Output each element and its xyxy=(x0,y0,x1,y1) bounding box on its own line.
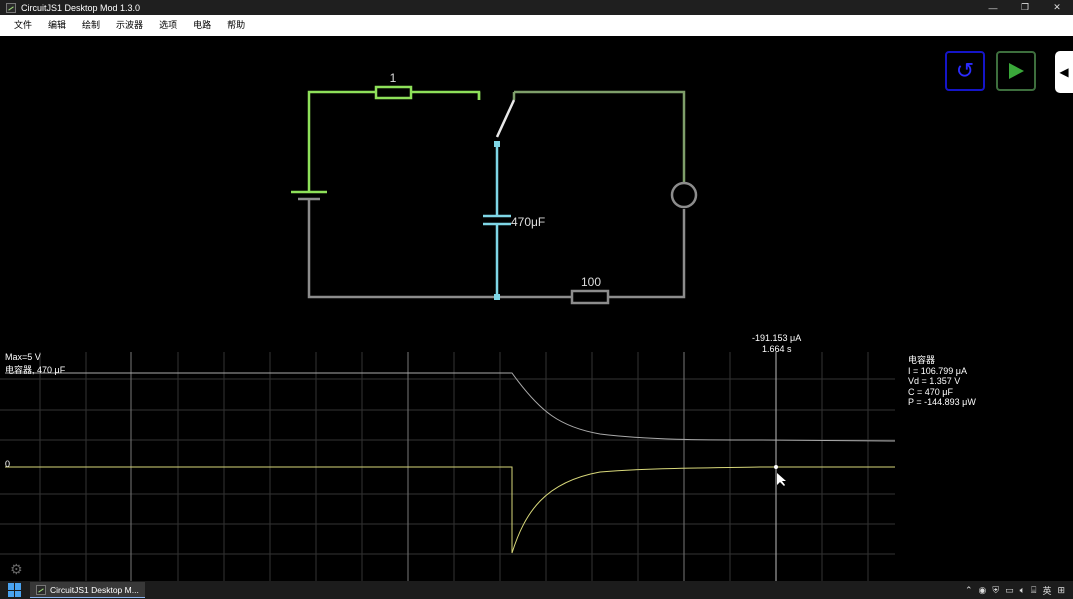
wire-top-mid[interactable] xyxy=(411,90,481,100)
cursor-dot xyxy=(774,465,778,469)
scope-cursor-time: 1.664 s xyxy=(762,344,792,354)
window-title: CircuitJS1 Desktop Mod 1.3.0 xyxy=(21,2,141,13)
menu-circuit[interactable]: 电路 xyxy=(193,20,212,30)
taskbar: CircuitJS1 Desktop M... ⌃ ◉ ⛨ ▭ 🔈︎ ⌸ 英 ⊞ xyxy=(0,581,1073,599)
scope-max-label: Max=5 V xyxy=(5,352,41,362)
tray-volume-icon[interactable]: 🔈︎ xyxy=(1019,584,1026,595)
windows-start-icon[interactable] xyxy=(8,583,22,597)
window-controls: — ❐ ✕ xyxy=(977,0,1073,15)
reset-button[interactable]: ↺ xyxy=(945,51,985,91)
side-panel-toggle[interactable]: ◀ xyxy=(1055,51,1073,93)
app-logo-icon xyxy=(36,584,46,595)
switch-blade[interactable] xyxy=(495,99,516,138)
resistor-bottom-label: 100 xyxy=(581,275,601,289)
menu-help[interactable]: 帮助 xyxy=(227,20,246,30)
minimize-button[interactable]: — xyxy=(988,2,998,13)
menu-bar: 文件 编辑 绘制 示波器 选项 电路 帮助 xyxy=(0,15,1073,36)
circuit-canvas[interactable]: 1 100 470μF xyxy=(0,36,1073,352)
tray-language-label[interactable]: 英 xyxy=(1042,585,1052,596)
wire-top-right[interactable] xyxy=(514,90,686,182)
taskbar-item-circuitjs[interactable]: CircuitJS1 Desktop M... xyxy=(30,582,145,598)
node-bottom[interactable] xyxy=(494,294,500,300)
scope-element-label: 电容器, 470 μF xyxy=(5,365,66,375)
info-current: I = 106.799 μA xyxy=(908,365,967,376)
app-logo-icon xyxy=(6,2,16,13)
scope-plot xyxy=(0,352,896,581)
menu-options[interactable]: 选项 xyxy=(159,20,178,30)
info-voltage: Vd = 1.357 V xyxy=(908,376,961,386)
scope-cursor-value: -191.153 μA xyxy=(752,333,802,343)
tray-display-icon[interactable]: ▭ xyxy=(1005,584,1014,595)
circuit-diagram: 1 100 470μF xyxy=(291,71,698,305)
chevron-left-icon: ◀ xyxy=(1059,65,1069,79)
current-trace xyxy=(5,466,895,554)
tray-chevron-up-icon[interactable]: ⌃ xyxy=(964,584,973,595)
scope-zero-label: 0 xyxy=(5,459,11,469)
menu-file[interactable]: 文件 xyxy=(14,20,33,30)
menu-scope[interactable]: 示波器 xyxy=(116,20,144,30)
resistor-top[interactable] xyxy=(374,85,413,100)
wire-top-left[interactable] xyxy=(307,90,376,192)
menu-draw[interactable]: 绘制 xyxy=(82,20,101,30)
info-power: P = -144.893 μW xyxy=(908,397,976,407)
system-tray: ⌃ ◉ ⛨ ▭ 🔈︎ ⌸ 英 ⊞ xyxy=(965,581,1065,599)
run-stop-button[interactable] xyxy=(996,51,1036,91)
current-source[interactable] xyxy=(670,181,698,209)
close-button[interactable]: ✕ xyxy=(1053,2,1061,12)
element-info-panel: 电容器 I = 106.799 μA Vd = 1.357 V C = 470 … xyxy=(908,355,976,408)
scope-panel[interactable] xyxy=(0,352,896,581)
mouse-pointer-icon xyxy=(777,473,786,486)
gear-icon[interactable]: ⚙ xyxy=(10,561,23,577)
reset-icon: ↺ xyxy=(955,58,975,83)
title-bar: CircuitJS1 Desktop Mod 1.3.0 — ❐ ✕ xyxy=(0,0,1073,15)
info-title: 电容器 xyxy=(908,355,936,365)
info-capacitance: C = 470 μF xyxy=(908,386,953,397)
maximize-button[interactable]: ❐ xyxy=(1020,2,1030,12)
taskbar-item-label: CircuitJS1 Desktop M... xyxy=(50,584,139,595)
play-icon xyxy=(1009,63,1024,79)
wire-bottom-left[interactable] xyxy=(307,199,497,299)
tray-network-icon[interactable]: ⌸ xyxy=(1031,584,1037,595)
voltage-trace xyxy=(5,372,896,442)
capacitor-label: 470μF xyxy=(511,215,545,229)
node-top[interactable] xyxy=(494,141,500,147)
tray-security-icon[interactable]: ⛨ xyxy=(992,584,1000,595)
resistor-bottom[interactable] xyxy=(570,289,610,305)
menu-edit[interactable]: 编辑 xyxy=(48,20,67,30)
tray-app-icon[interactable]: ◉ xyxy=(978,584,987,595)
tray-grid-icon[interactable]: ⊞ xyxy=(1057,584,1065,595)
resistor-top-label: 1 xyxy=(390,71,397,85)
wire-bottom-far-right[interactable] xyxy=(608,209,686,299)
